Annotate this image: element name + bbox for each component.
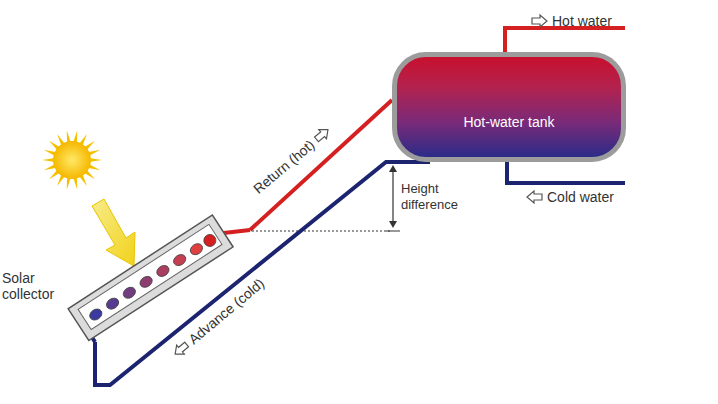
absorber-tube [171, 252, 187, 267]
flow-arrow-symbol [527, 191, 542, 203]
tank-label: Hot-water tank [463, 114, 554, 130]
flow-label: Advance (cold) [185, 275, 267, 347]
flow-arrow-symbol [532, 15, 547, 27]
hot-return-pipe [250, 100, 392, 230]
height-dimension-arrow [392, 170, 393, 222]
collector-label: Solar collector [2, 270, 74, 302]
absorber-tube [138, 274, 154, 289]
absorber-tube [121, 285, 137, 300]
flow-arrow-symbol [311, 124, 333, 146]
flow-label: Return (hot) [250, 137, 318, 197]
storage-tank: Hot-water tank [392, 52, 626, 162]
absorber-tube [188, 241, 204, 256]
collector-glazing [78, 224, 222, 329]
dimension-label: Height difference [401, 181, 479, 213]
height-arrowhead [389, 165, 397, 172]
height-reference-line [252, 231, 390, 232]
sunlight-arrow [92, 199, 135, 266]
absorber-tube [155, 263, 171, 278]
absorber-tube [104, 296, 120, 311]
height-arrowhead [389, 221, 397, 228]
header-tube [202, 232, 219, 249]
flow-arrow-symbol [170, 338, 192, 360]
sun-disc [53, 141, 91, 179]
edge-label-group: Return (hot) [250, 123, 334, 197]
absorber-tube [88, 307, 104, 322]
outlet-label: Hot water [552, 13, 612, 29]
inlet-label: Cold water [547, 189, 614, 205]
sun-symbol [42, 130, 102, 189]
edge-label-group: Advance (cold) [169, 275, 267, 361]
dimension-tick [386, 231, 400, 232]
